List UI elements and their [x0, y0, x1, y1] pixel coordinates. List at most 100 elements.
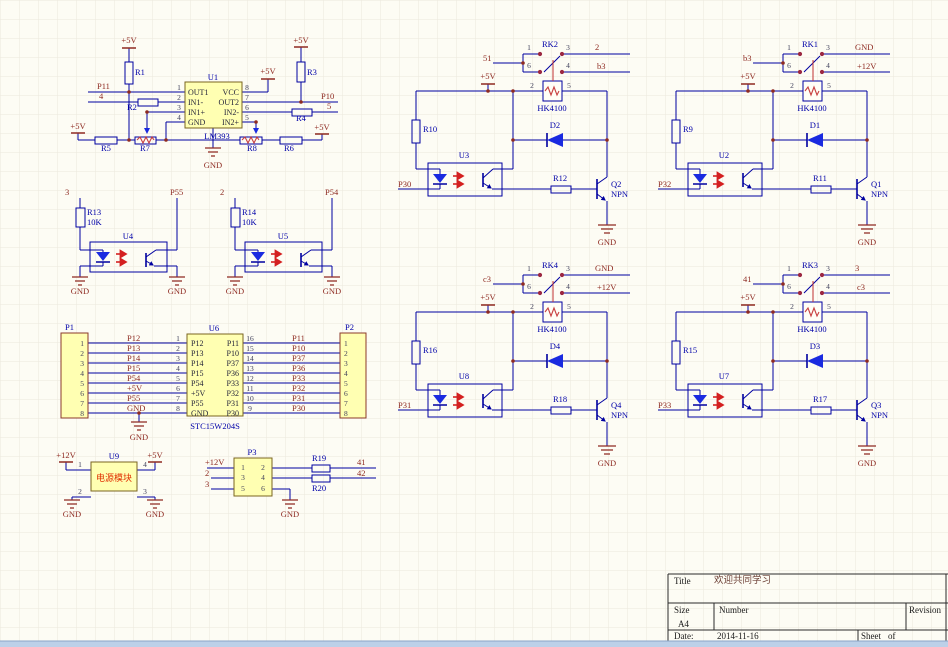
gnd-label: GND — [130, 432, 148, 442]
pin-number: 4 — [344, 369, 348, 378]
net-label: 3 — [205, 479, 209, 489]
net-label: c3 — [483, 274, 491, 284]
pin-name: P11 — [227, 339, 239, 348]
pin-number: 8 — [344, 409, 348, 418]
pin-number: 3 — [143, 487, 147, 496]
pin-number: 4 — [566, 282, 570, 291]
net-label: 4 — [99, 91, 104, 101]
power-label: +5V — [121, 35, 137, 45]
gnd-label: GND — [598, 237, 616, 247]
net-label: +12V — [597, 282, 617, 292]
opto-body — [427, 383, 503, 418]
pin-number: 6 — [176, 384, 180, 393]
designator: D4 — [550, 341, 561, 351]
pin-number: 13 — [246, 364, 254, 373]
net-label: P37 — [292, 353, 305, 363]
pin-number: 8 — [245, 83, 249, 92]
pin-number: 6 — [344, 389, 348, 398]
designator: R17 — [813, 394, 827, 404]
relay-circuit-rk1: b3 RK1 1 3 6 4 GND +12V 2 5 HK4100 +5V R… — [658, 39, 890, 247]
led-icon — [693, 174, 707, 183]
pin-name: P14 — [191, 359, 203, 368]
pin-number: 2 — [261, 463, 265, 472]
net-label: b3 — [597, 61, 606, 71]
comparator-circuit: +5V R1 P11 4 R2 U1 OUT1 IN1- IN1+ GND VC… — [70, 35, 338, 170]
designator: Q4 — [611, 400, 622, 410]
revision-label: Revision — [909, 605, 942, 615]
pin-number: 2 — [790, 302, 794, 311]
designator: R3 — [307, 67, 317, 77]
gnd-symbol-icon — [858, 224, 876, 234]
net-label: P54 — [325, 187, 339, 197]
gnd-label: GND — [858, 458, 876, 468]
pin-number: 1 — [787, 43, 791, 52]
coil-element — [804, 306, 820, 318]
pin-name: P12 — [191, 339, 203, 348]
net-label: P32 — [292, 383, 305, 393]
pin-number: 4 — [826, 61, 830, 70]
resistor — [296, 61, 306, 83]
opto-circuit-u4: 3 R13 10K U4 P55 GND GND — [65, 187, 186, 296]
number-label: Number — [719, 605, 749, 615]
coil-element — [804, 85, 820, 97]
gnd-symbol-icon — [227, 276, 340, 286]
title-block: Title 欢迎共同学习 Size A4 Number Revision Dat… — [667, 573, 948, 642]
coil-element — [544, 306, 560, 318]
resistor — [94, 136, 118, 145]
net-label: P55 — [170, 187, 183, 197]
net-label: P14 — [127, 353, 141, 363]
diode-icon — [807, 133, 823, 147]
power-bar-icon — [71, 46, 329, 135]
pin-number: 5 — [827, 81, 831, 90]
emitter — [742, 182, 752, 189]
pin-number: 1 — [527, 43, 531, 52]
emitter — [145, 260, 154, 266]
pin-name: P36 — [227, 369, 239, 378]
ic-body — [186, 333, 244, 417]
pin-number: 6 — [245, 103, 249, 112]
net-label: P32 — [658, 179, 671, 189]
part-number: HK4100 — [797, 324, 826, 334]
net-label: P54 — [127, 373, 141, 383]
pin-name: P37 — [227, 359, 239, 368]
power-label: +5V — [147, 450, 163, 460]
pin-number: 1 — [344, 339, 348, 348]
pin-number: 14 — [246, 354, 254, 363]
emitter — [596, 193, 606, 201]
designator: U4 — [123, 231, 134, 241]
net-label: P15 — [127, 363, 140, 373]
pin-number: 3 — [80, 359, 84, 368]
net-label: P36 — [292, 363, 305, 373]
pin-number: 1 — [527, 264, 531, 273]
led-icon — [433, 174, 447, 183]
wiper-arrow-icon — [253, 128, 259, 134]
module-label: 电源模块 — [96, 472, 132, 483]
pin-number: 2 — [344, 349, 348, 358]
horizontal-scrollbar[interactable] — [0, 641, 948, 647]
resistor — [230, 207, 241, 228]
net-label: GND — [127, 403, 145, 413]
pin-number: 1 — [787, 264, 791, 273]
date-value: 2014-11-16 — [717, 631, 759, 641]
net-label: 2 — [595, 42, 599, 52]
designator: U7 — [719, 371, 729, 381]
gnd-symbol-icon — [858, 445, 876, 455]
pin-number: 2 — [78, 487, 82, 496]
designator: R11 — [813, 173, 827, 183]
pin-number: 1 — [177, 83, 181, 92]
net-label: P13 — [127, 343, 140, 353]
led-icon — [433, 395, 447, 404]
resistor — [810, 406, 832, 415]
part-number: HK4100 — [537, 103, 566, 113]
net-label: P33 — [658, 400, 671, 410]
designator: D1 — [810, 120, 820, 130]
pin-number: 5 — [827, 302, 831, 311]
led-bar — [96, 253, 147, 267]
net-label: 42 — [357, 468, 366, 478]
pin-number: 4 — [177, 113, 181, 122]
emitter — [856, 414, 866, 422]
pin-number: 6 — [527, 61, 531, 70]
net-label: P31 — [292, 393, 305, 403]
